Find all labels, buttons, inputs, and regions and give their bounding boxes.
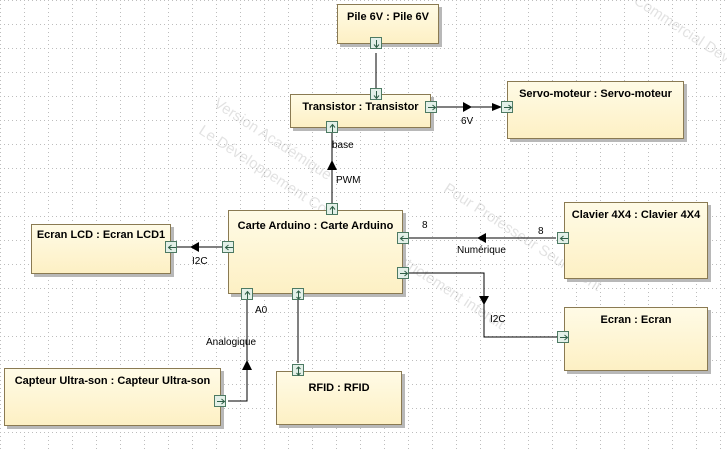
- port-arduino-rfid[interactable]: [292, 288, 304, 300]
- port-arduino-pwm[interactable]: [326, 203, 338, 215]
- label-analogique: Analogique: [206, 337, 257, 348]
- arrow-up-icon: [329, 205, 336, 214]
- label-i2c-lcd: I2C: [192, 256, 208, 267]
- port-pile-out[interactable]: [370, 37, 382, 49]
- block-title: RFID : RFID: [308, 382, 370, 394]
- block-ecran[interactable]: Ecran : Ecran: [564, 307, 708, 371]
- arrow-down-icon: [373, 40, 380, 49]
- label-8-arduino: 8: [422, 220, 428, 231]
- port-clavier-out[interactable]: [557, 232, 569, 244]
- block-title: Ecran LCD : Ecran LCD1: [36, 229, 166, 241]
- block-title: Ecran : Ecran: [600, 314, 672, 326]
- arrow-right-icon: [217, 398, 226, 405]
- block-title: Transistor : Transistor: [302, 101, 419, 113]
- port-lcd-in[interactable]: [165, 241, 177, 253]
- block-title: Servo-moteur : Servo-moteur: [519, 88, 672, 100]
- port-transistor-out[interactable]: [425, 101, 437, 113]
- arrow-left-icon: [167, 244, 176, 251]
- arrow-left-icon: [224, 244, 233, 251]
- label-i2c-ecran: I2C: [490, 314, 506, 325]
- port-arduino-i2c-ecran[interactable]: [397, 267, 409, 279]
- block-title: Pile 6V : Pile 6V: [347, 11, 429, 23]
- label-6v: 6V: [461, 116, 474, 127]
- port-capteur-out[interactable]: [214, 395, 226, 407]
- arrow-left-icon: [559, 235, 568, 242]
- arrow-bidirectional-icon: [296, 366, 301, 376]
- label-8-clavier: 8: [538, 226, 544, 237]
- arrow-right-icon: [560, 334, 569, 341]
- arrow-right-icon: [504, 104, 513, 111]
- port-transistor-base[interactable]: [326, 121, 338, 133]
- block-servo-moteur[interactable]: Servo-moteur : Servo-moteur: [507, 81, 684, 139]
- label-base: base: [332, 140, 354, 151]
- port-ecran-in[interactable]: [557, 331, 569, 343]
- block-title: Carte Arduino : Carte Arduino: [237, 220, 394, 232]
- port-arduino-numerique[interactable]: [397, 232, 409, 244]
- block-pile-6v[interactable]: Pile 6V : Pile 6V: [337, 4, 439, 44]
- port-arduino-i2c-lcd[interactable]: [222, 241, 234, 253]
- block-rfid[interactable]: RFID : RFID: [276, 371, 402, 425]
- port-rfid[interactable]: [292, 364, 304, 376]
- block-ecran-lcd[interactable]: Ecran LCD : Ecran LCD1: [31, 224, 171, 274]
- block-carte-arduino[interactable]: Carte Arduino : Carte Arduino: [228, 210, 403, 294]
- label-a0: A0: [255, 305, 268, 316]
- arrow-down-icon: [373, 91, 380, 100]
- port-transistor-in[interactable]: [370, 88, 382, 100]
- arrow-up-icon: [244, 290, 251, 299]
- block-transistor[interactable]: Transistor : Transistor: [290, 94, 431, 128]
- arrow-up-icon: [329, 123, 336, 132]
- arrow-bidirectional-icon: [296, 290, 301, 300]
- label-numerique: Numérique: [457, 245, 506, 256]
- label-pwm: PWM: [336, 175, 361, 186]
- port-arduino-a0[interactable]: [241, 288, 253, 300]
- block-title: Capteur Ultra-son : Capteur Ultra-son: [14, 375, 211, 387]
- arrow-left-icon: [399, 235, 408, 242]
- block-clavier-4x4[interactable]: Clavier 4X4 : Clavier 4X4: [564, 202, 708, 279]
- block-title: Clavier 4X4 : Clavier 4X4: [571, 209, 701, 221]
- arrow-right-icon: [428, 104, 437, 111]
- port-servo-in[interactable]: [501, 101, 513, 113]
- arrow-right-icon: [400, 270, 409, 277]
- block-capteur-ultra-son[interactable]: Capteur Ultra-son : Capteur Ultra-son: [4, 368, 221, 426]
